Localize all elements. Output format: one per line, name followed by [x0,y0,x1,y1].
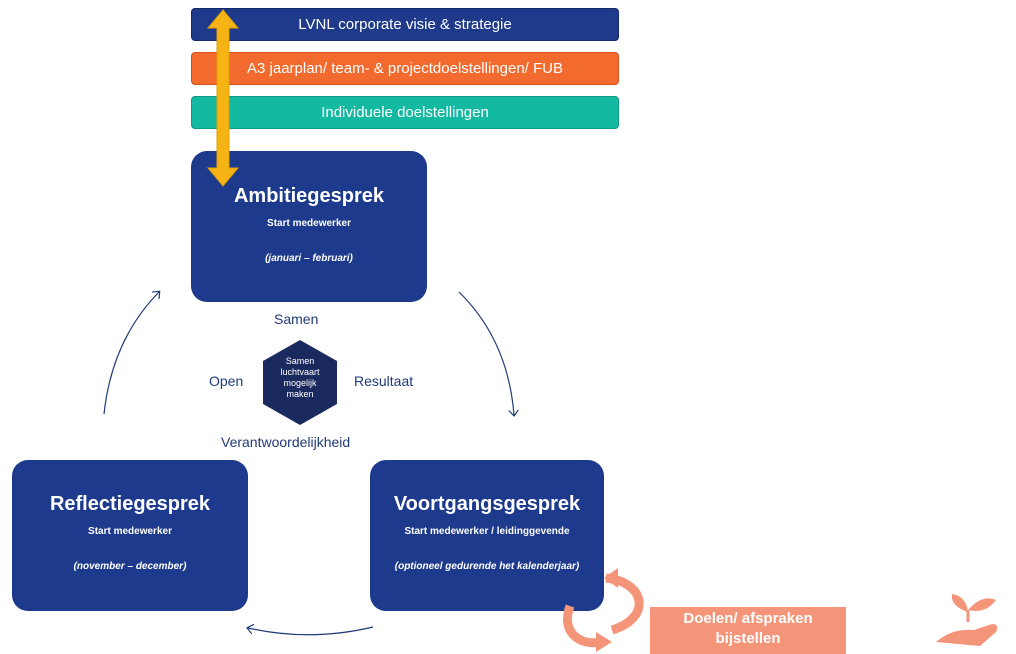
plant-hand-icon [936,594,998,646]
double-arrow-icon [206,9,240,187]
adjust-loop-icon [563,568,644,652]
reflectiegesprek-box: Reflectiegesprek Start medewerker (novem… [12,460,248,611]
box-period: (optioneel gedurende het kalenderjaar) [394,561,580,572]
voortgangsgesprek-box: Voortgangsgesprek Start medewerker / lei… [370,460,604,611]
strategy-level-individual: Individuele doelstellingen [191,96,619,129]
strategy-level-label: Individuele doelstellingen [321,104,489,121]
strategy-level-label: LVNL corporate visie & strategie [298,16,512,33]
adjust-line-2: bijstellen [715,630,781,647]
box-title: Reflectiegesprek [49,493,211,515]
mission-line: luchtvaart [280,367,320,377]
box-starter: Start medewerker [267,218,351,229]
box-starter: Start medewerker / leidinggevende [404,526,570,537]
box-title: Ambitiegesprek [233,185,385,207]
strategy-level-corporate: LVNL corporate visie & strategie [191,8,619,41]
box-period: (november – december) [73,561,187,572]
box-period: (januari – februari) [265,253,353,264]
mission-text: Samen luchtvaart mogelijk maken [262,356,338,400]
mission-line: maken [286,389,314,399]
adjust-goals-box: Doelen/ afspraken bijstellen [650,607,846,654]
box-title: Voortgangsgesprek [393,493,581,515]
box-starter: Start medewerker [88,526,172,537]
value-open: Open [209,373,244,389]
cycle-arrow-icon [103,292,514,636]
value-resultaat: Resultaat [354,373,414,389]
value-verantwoordelijkheid: Verantwoordelijkheid [221,434,351,450]
mission-line: Samen [285,356,315,366]
adjust-line-1: Doelen/ afspraken [683,610,813,627]
strategy-level-team: A3 jaarplan/ team- & projectdoelstelling… [191,52,619,85]
mission-line: mogelijk [283,378,317,388]
hexagon-icon [263,340,337,425]
strategy-level-label: A3 jaarplan/ team- & projectdoelstelling… [247,60,563,77]
value-samen: Samen [274,311,319,327]
